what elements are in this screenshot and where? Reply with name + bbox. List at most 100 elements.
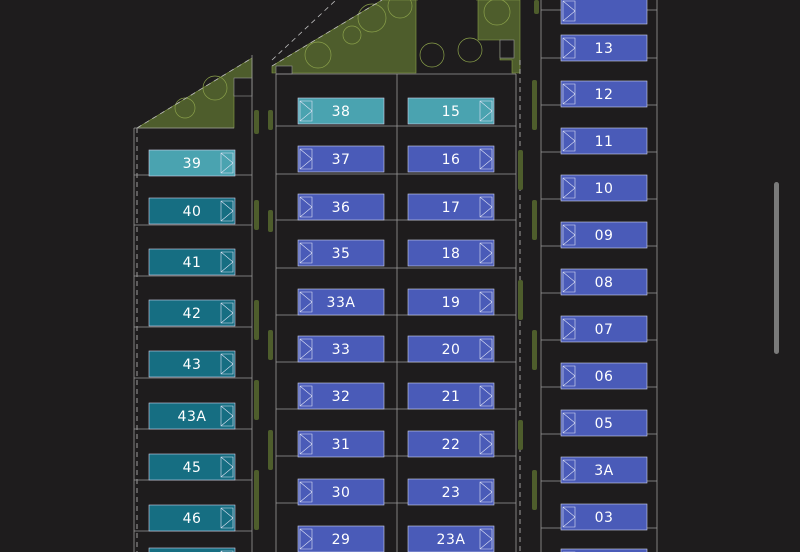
lot-16[interactable]: 16 [407,145,495,173]
lot-36[interactable]: 36 [297,193,385,221]
lot-footprint[interactable] [407,145,495,173]
lot-number: 40 [183,204,202,220]
lots-layer: 38 15 39 37 16 36 17 35 18 33A 19 33 20 32 21 31 22 30 23 2… [148,0,648,552]
lot-footprint[interactable] [148,350,236,378]
lot-footprint[interactable] [148,402,236,430]
lot-05[interactable]: 05 [560,409,648,437]
garage-outline [562,318,576,340]
lot-unnamed-28[interactable] [148,547,236,552]
lot-footprint[interactable] [407,382,495,410]
lot-number: 38 [332,104,351,120]
lot-footprint[interactable] [407,478,495,506]
lot-02[interactable]: 02 [560,548,648,552]
lot-footprint[interactable] [407,525,495,552]
lot-3A[interactable]: 3A [560,456,648,484]
lot-15[interactable]: 15 [407,97,495,125]
lot-06[interactable]: 06 [560,362,648,390]
lot-46[interactable]: 46 [148,504,236,532]
lot-03[interactable]: 03 [560,503,648,531]
lot-23[interactable]: 23 [407,478,495,506]
lot-footprint[interactable] [407,335,495,363]
lot-number: 41 [183,255,202,271]
lot-number: 19 [442,295,461,311]
lot-07[interactable]: 07 [560,315,648,343]
lot-footprint[interactable] [407,97,495,125]
garage-outline [299,148,313,170]
lot-footprint[interactable] [148,299,236,327]
lot-35[interactable]: 35 [297,239,385,267]
lot-13[interactable]: 13 [560,34,648,62]
garage-outline [562,37,576,59]
lot-number: 37 [332,152,351,168]
lot-10[interactable]: 10 [560,174,648,202]
lot-09[interactable]: 09 [560,221,648,249]
lot-39[interactable]: 39 [148,149,236,177]
garage-outline [299,100,313,122]
garage-outline [299,291,313,313]
lot-footprint[interactable] [560,548,648,552]
middle-block [275,73,517,552]
lot-43A[interactable]: 43A [148,402,236,430]
garage-outline [220,152,234,174]
lot-18[interactable]: 18 [407,239,495,267]
lot-footprint[interactable] [407,239,495,267]
lot-number: 13 [595,41,614,57]
lot-number: 16 [442,152,461,168]
lot-footprint[interactable] [407,430,495,458]
garage-outline [562,130,576,152]
garage-outline [299,196,313,218]
lot-12[interactable]: 12 [560,80,648,108]
lot-footprint[interactable] [407,193,495,221]
lot-45[interactable]: 45 [148,453,236,481]
lot-footprint[interactable] [560,0,648,25]
lot-footprint[interactable] [407,288,495,316]
lot-footprint[interactable] [148,504,236,532]
lot-number: 35 [332,246,351,262]
garage-outline [299,433,313,455]
lot-11[interactable]: 11 [560,127,648,155]
lot-43[interactable]: 43 [148,350,236,378]
lot-footprint[interactable] [148,248,236,276]
lot-40[interactable]: 40 [148,197,236,225]
lot-23A[interactable]: 23A [407,525,495,552]
lot-number: 43 [183,357,202,373]
garage-outline [562,506,576,528]
lot-42[interactable]: 42 [148,299,236,327]
lot-32[interactable]: 32 [297,382,385,410]
lot-08[interactable]: 08 [560,268,648,296]
lot-footprint[interactable] [148,197,236,225]
lot-33[interactable]: 33 [297,335,385,363]
lot-footprint[interactable] [148,149,236,177]
lot-21[interactable]: 21 [407,382,495,410]
garage-outline [479,338,493,360]
garage-outline [479,385,493,407]
lot-19[interactable]: 19 [407,288,495,316]
lot-41[interactable]: 41 [148,248,236,276]
lot-22[interactable]: 22 [407,430,495,458]
lot-number: 31 [332,437,351,453]
lot-30[interactable]: 30 [297,478,385,506]
lot-38[interactable]: 38 [297,97,385,125]
lot-number: 20 [442,342,461,358]
garage-outline [299,338,313,360]
lot-37[interactable]: 37 [297,145,385,173]
lot-number: 36 [332,200,351,216]
scrollbar-thumb[interactable] [774,182,779,354]
lot-number: 43A [178,409,207,425]
lot-33A[interactable]: 33A [297,288,385,316]
garage-outline [479,242,493,264]
lot-footprint[interactable] [148,547,236,552]
garage-outline [299,481,313,503]
lot-footprint[interactable] [297,525,385,552]
lot-17[interactable]: 17 [407,193,495,221]
lot-number: 21 [442,389,461,405]
lot-footprint[interactable] [148,453,236,481]
lot-20[interactable]: 20 [407,335,495,363]
garage-outline [220,200,234,222]
lot-31[interactable]: 31 [297,430,385,458]
garage-outline [562,83,576,105]
lot-unnamed-29[interactable] [560,0,648,25]
lot-29[interactable]: 29 [297,525,385,552]
lot-number: 33 [332,342,351,358]
